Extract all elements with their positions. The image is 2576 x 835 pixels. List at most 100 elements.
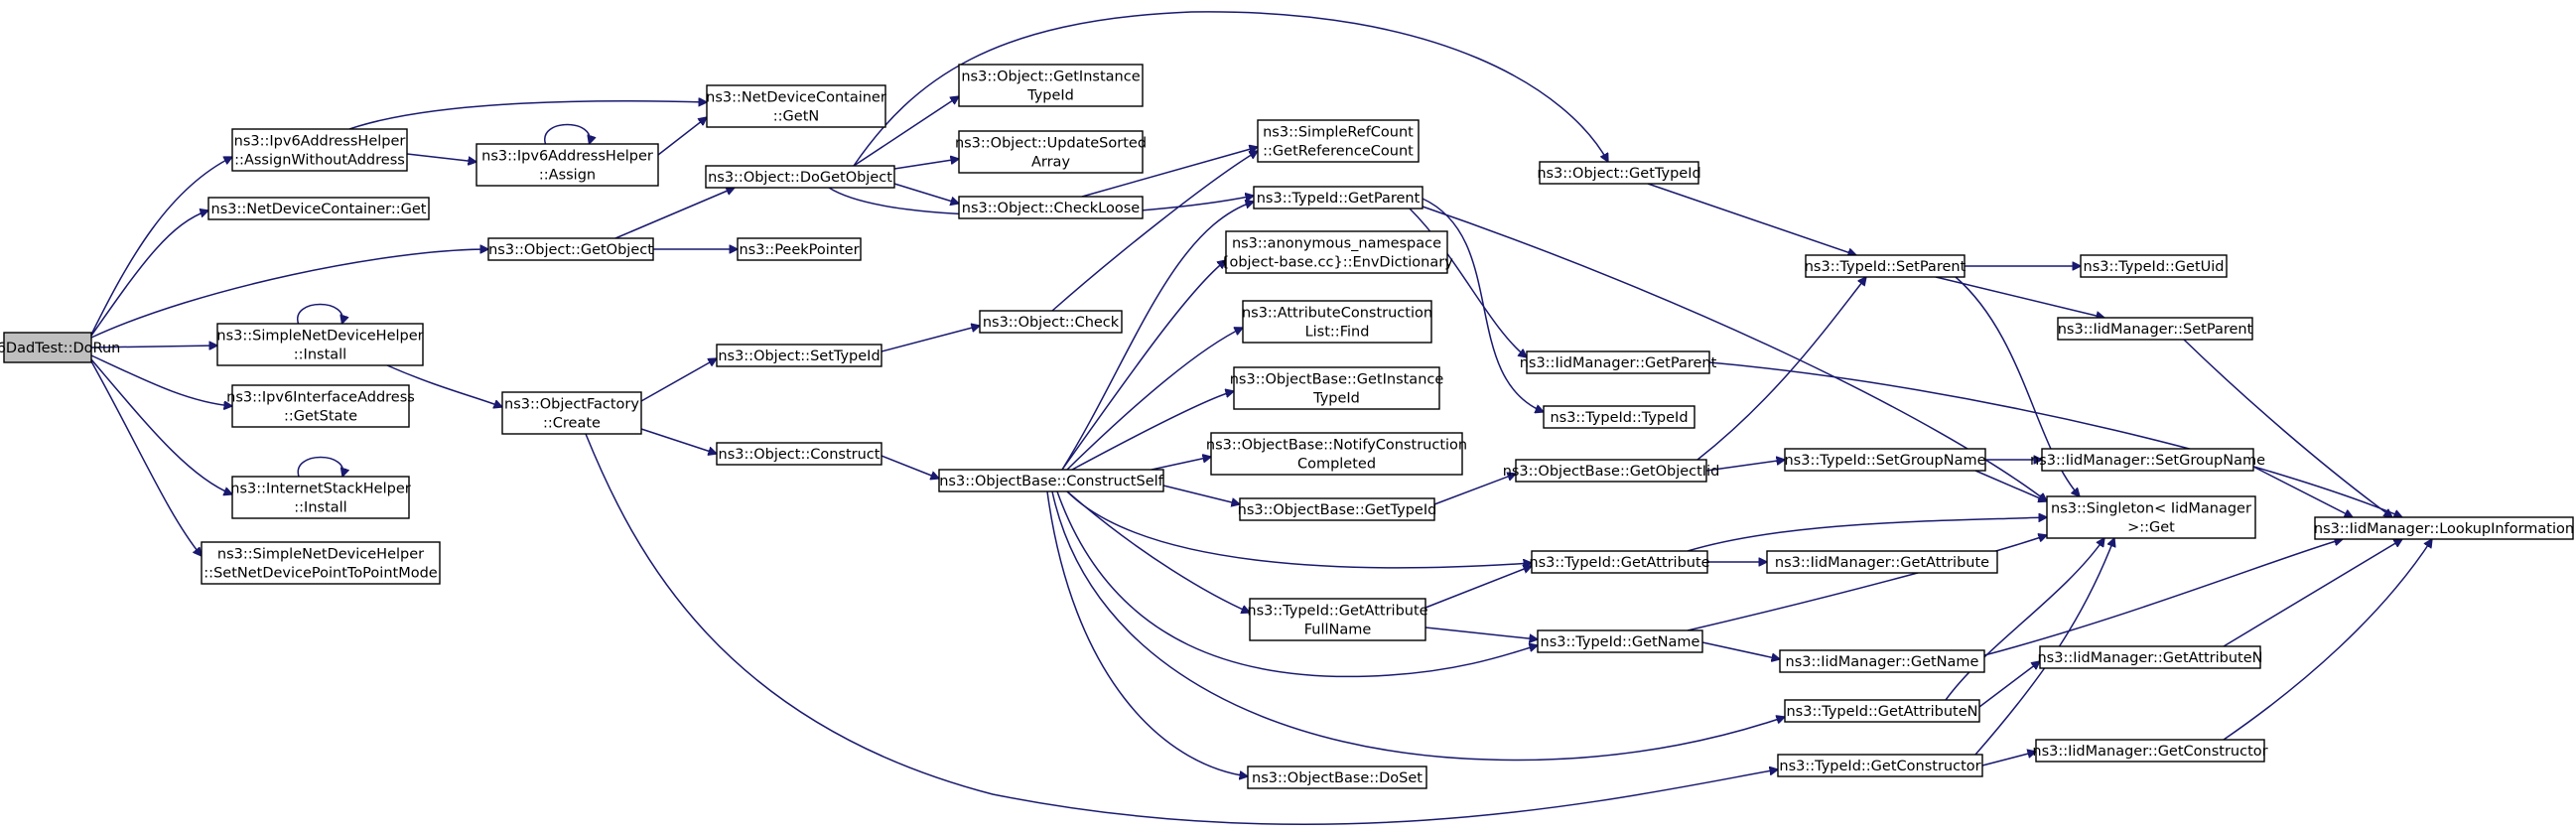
edge-n34-to-n40 bbox=[1701, 641, 1780, 659]
node-box bbox=[2080, 254, 2228, 278]
graph-node-n29[interactable]: ns3::Object::GetTypeId bbox=[1537, 161, 1701, 185]
graph-node-n26[interactable]: ns3::ObjectBase::GetTypeId bbox=[1238, 497, 1437, 521]
edge-n37-to-n43 bbox=[1955, 276, 2080, 496]
edge-n17-to-n20 bbox=[1081, 147, 1258, 198]
node-box bbox=[938, 469, 1164, 492]
node-label-line: ns3::SimpleRefCount bbox=[1263, 125, 1414, 141]
edge-n19-to-n34 bbox=[1056, 490, 1538, 678]
graph-node-n5[interactable]: ns3::Ipv6InterfaceAddress::GetState bbox=[226, 384, 415, 428]
edge-n40-to-n47 bbox=[1983, 539, 2343, 656]
node-box bbox=[1247, 765, 1427, 789]
graph-node-n8[interactable]: ns3::Ipv6AddressHelper::Assign bbox=[475, 143, 659, 187]
node-box bbox=[716, 344, 882, 367]
node-label-line: ns3::AttributeConstruction bbox=[1242, 306, 1432, 322]
graph-node-n6[interactable]: ns3::InternetStackHelper::Install bbox=[230, 476, 411, 519]
node-box bbox=[1225, 230, 1448, 274]
node-label-line: >::Get bbox=[2127, 520, 2175, 536]
graph-node-n7[interactable]: ns3::SimpleNetDeviceHelper::SetNetDevice… bbox=[201, 541, 441, 585]
edge-n30-to-n47 bbox=[1708, 361, 2402, 517]
graph-node-n4[interactable]: ns3::SimpleNetDeviceHelper::Install bbox=[216, 323, 424, 366]
node-box bbox=[705, 165, 895, 189]
graph-node-n31[interactable]: ns3::TypeId::TypeId bbox=[1543, 405, 1695, 429]
graph-node-n38[interactable]: ns3::TypeId::SetGroupName bbox=[1784, 448, 1986, 472]
graph-node-n33[interactable]: ns3::TypeId::GetAttribute bbox=[1529, 550, 1710, 574]
node-label-line: ns3::TypeId::GetUid bbox=[2084, 259, 2225, 275]
graph-node-n28[interactable]: ns3::ObjectBase::DoSet bbox=[1247, 765, 1427, 789]
node-label-line: TypeId bbox=[1026, 88, 1074, 104]
graph-node-n22[interactable]: ns3::anonymous_namespace{object-base.cc}… bbox=[1220, 230, 1453, 274]
graph-node-n39[interactable]: ns3::IidManager::GetAttribute bbox=[1766, 550, 1998, 574]
edge-n19-to-n27 bbox=[1066, 490, 1250, 613]
node-label-line: ns3::Object::GetTypeId bbox=[1537, 166, 1700, 182]
node-box bbox=[716, 442, 882, 466]
graph-node-n21[interactable]: ns3::TypeId::GetParent bbox=[1253, 186, 1424, 209]
edge-n1-to-n8 bbox=[406, 153, 476, 162]
node-label-line: ns3::IidManager::SetParent bbox=[2058, 322, 2253, 338]
graph-node-n37[interactable]: ns3::TypeId::SetParent bbox=[1805, 254, 1966, 278]
graph-node-n17[interactable]: ns3::Object::CheckLoose bbox=[958, 196, 1144, 219]
node-label-line: ::Create bbox=[543, 416, 601, 432]
node-label-line: ns3::ObjectBase::GetObjectIid bbox=[1503, 464, 1720, 480]
graph-node-n13[interactable]: ns3::Object::SetTypeId bbox=[716, 344, 882, 367]
graph-node-n41[interactable]: ns3::TypeId::GetUid bbox=[2080, 254, 2228, 278]
graph-node-n3[interactable]: ns3::Object::GetObject bbox=[487, 237, 654, 261]
node-label-line: ns3::PeekPointer bbox=[739, 242, 859, 258]
edge-n10-to-n16 bbox=[893, 159, 959, 170]
graph-node-n11[interactable]: ns3::PeekPointer bbox=[737, 237, 862, 261]
graph-node-n19[interactable]: ns3::ObjectBase::ConstructSelf bbox=[938, 469, 1164, 492]
graph-node-n2[interactable]: ns3::NetDeviceContainer::Get bbox=[207, 197, 430, 220]
graph-node-n9[interactable]: ns3::NetDeviceContainer::GetN bbox=[706, 84, 886, 128]
node-box bbox=[1543, 405, 1695, 429]
node-label-line: ::Assign bbox=[539, 168, 596, 184]
node-box bbox=[1784, 699, 1980, 723]
node-label-line: ns3::Object::SetTypeId bbox=[718, 348, 880, 364]
node-label-line: ns3::TypeId::SetGroupName bbox=[1784, 453, 1985, 469]
node-box bbox=[2041, 448, 2254, 472]
graph-node-n10[interactable]: ns3::Object::DoGetObject bbox=[705, 165, 895, 189]
node-label-line: ns3::Ipv6AddressHelper bbox=[234, 134, 406, 150]
graph-node-n34[interactable]: ns3::TypeId::GetName bbox=[1537, 629, 1703, 653]
node-label-line: ns3::Singleton< IidManager bbox=[2051, 501, 2251, 517]
node-label-line: ns3::Object::GetObject bbox=[488, 242, 653, 258]
graph-node-n43[interactable]: ns3::Singleton< IidManager >::Get bbox=[2046, 495, 2256, 539]
graph-node-n36[interactable]: ns3::TypeId::GetConstructor bbox=[1777, 754, 1983, 777]
graph-node-n45[interactable]: ns3::IidManager::GetAttributeN bbox=[2037, 645, 2263, 669]
node-label-line: ns3::NetDeviceContainer bbox=[706, 90, 886, 106]
node-label-line: ns3::Object::GetInstance bbox=[961, 70, 1140, 85]
graph-node-n35[interactable]: ns3::TypeId::GetAttributeN bbox=[1784, 699, 1980, 723]
graph-node-n12[interactable]: ns3::ObjectFactory::Create bbox=[501, 391, 642, 435]
edge-n32-to-n38 bbox=[1705, 460, 1785, 472]
graph-node-n47[interactable]: ns3::IidManager::LookupInformation bbox=[2314, 516, 2574, 540]
graph-node-n14[interactable]: ns3::Object::Construct bbox=[716, 442, 882, 466]
graph-node-n30[interactable]: ns3::IidManager::GetParent bbox=[1520, 350, 1717, 374]
edge-n35-to-n43 bbox=[1945, 538, 2104, 701]
node-label-line: ns3::IidManager::GetAttributeN bbox=[2037, 650, 2262, 666]
node-label-line: ns3::TypeId::TypeId bbox=[1550, 410, 1688, 426]
edge-n13-to-n18 bbox=[881, 326, 980, 352]
node-box bbox=[487, 237, 654, 261]
graph-node-n25[interactable]: ns3::ObjectBase::NotifyConstructionCompl… bbox=[1206, 432, 1467, 476]
edge-n19-to-n26 bbox=[1162, 485, 1240, 504]
graph-node-n42[interactable]: ns3::IidManager::SetParent bbox=[2057, 317, 2253, 341]
node-box bbox=[1253, 186, 1424, 209]
edge-n8-to-n9 bbox=[657, 117, 707, 156]
graph-node-n46[interactable]: ns3::IidManager::GetConstructor bbox=[2032, 739, 2268, 763]
graph-node-n32[interactable]: ns3::ObjectBase::GetObjectIid bbox=[1503, 459, 1720, 483]
edge-n19-to-n25 bbox=[1151, 457, 1211, 471]
node-label-line: ns3::IidManager::SetGroupName bbox=[2030, 453, 2265, 469]
graph-node-n18[interactable]: ns3::Object::Check bbox=[979, 310, 1123, 334]
edge-n32-to-n37 bbox=[1696, 277, 1866, 461]
node-label-line: ::SetNetDevicePointToPointMode bbox=[203, 566, 437, 582]
graph-node-n0[interactable]: Ipv6DadTest::DoRun bbox=[0, 332, 120, 363]
graph-node-n44[interactable]: ns3::IidManager::SetGroupName bbox=[2030, 448, 2265, 472]
graph-node-n40[interactable]: ns3::IidManager::GetName bbox=[1779, 649, 1985, 673]
graph-node-n1[interactable]: ns3::Ipv6AddressHelper::AssignWithoutAdd… bbox=[231, 128, 408, 172]
graph-node-n20[interactable]: ns3::SimpleRefCount::GetReferenceCount bbox=[1257, 119, 1420, 163]
edge-n34-to-n43 bbox=[1687, 535, 2047, 631]
node-label-line: ns3::SimpleNetDeviceHelper bbox=[217, 547, 424, 563]
